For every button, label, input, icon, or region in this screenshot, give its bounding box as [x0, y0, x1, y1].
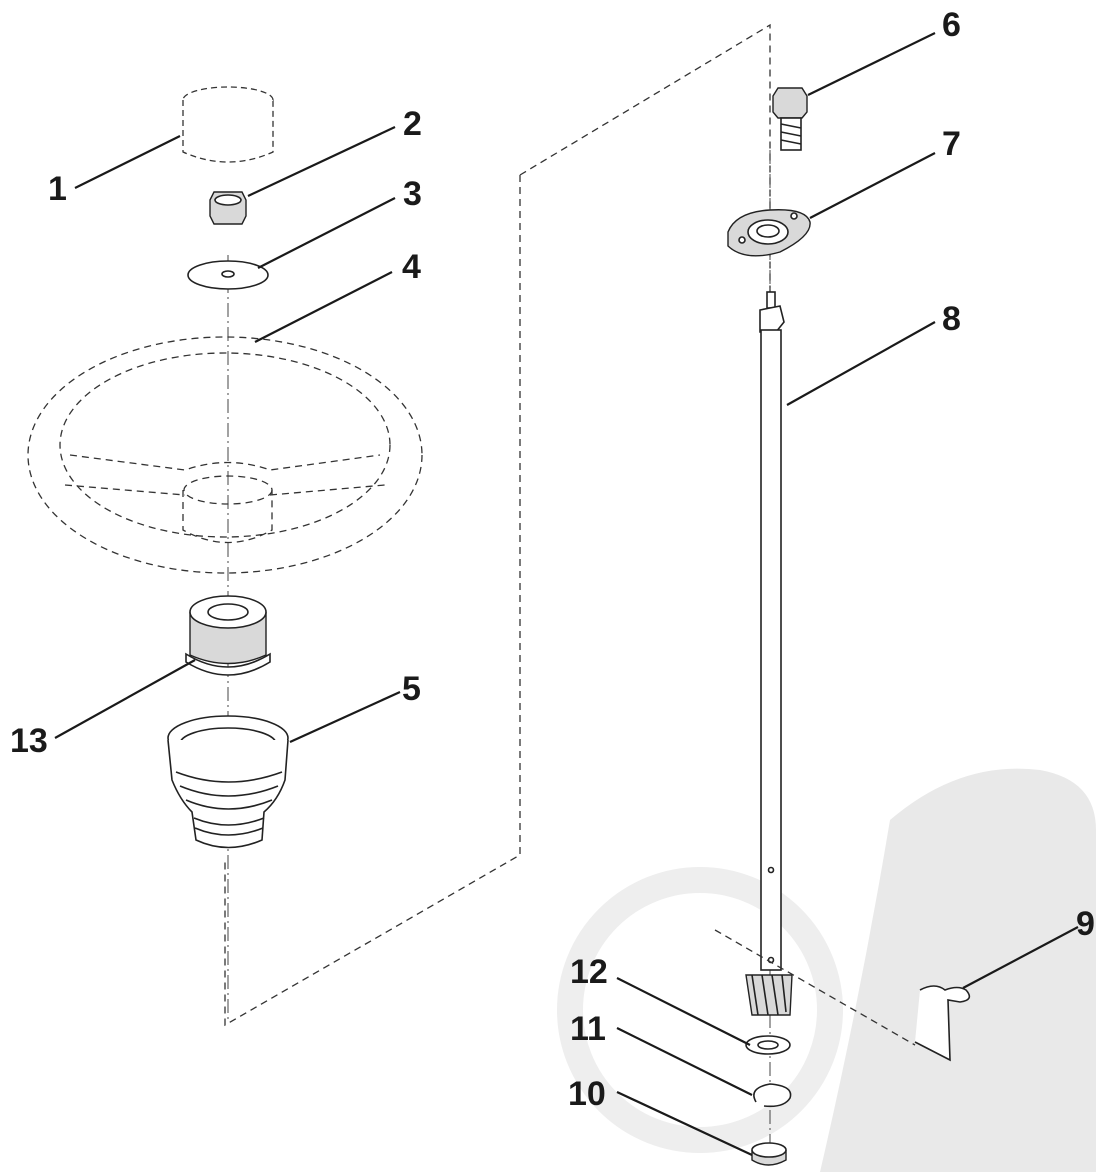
callout-8: 8 [942, 300, 961, 338]
part-2-nut [209, 191, 247, 225]
callout-11: 11 [570, 1010, 606, 1048]
callout-3: 3 [403, 175, 422, 213]
callout-13: 13 [10, 722, 48, 760]
clip-guide-line [714, 929, 916, 1046]
part-8-shaft [759, 291, 785, 971]
part-3-washer [187, 260, 269, 290]
part-12-washer [745, 1035, 791, 1055]
part-10-bushing [751, 1142, 787, 1166]
part-4-steering-wheel [27, 336, 423, 574]
watermark [557, 768, 1096, 1172]
callout-6: 6 [942, 6, 961, 44]
callout-4: 4 [402, 248, 421, 286]
part-7-flange [727, 209, 811, 257]
part-6-bolt [772, 87, 808, 151]
part-9-clip [914, 985, 971, 1062]
part-5-boot [167, 715, 289, 849]
leader-lines [54, 32, 1079, 1156]
callout-5: 5 [402, 670, 421, 708]
pinion-gear [745, 974, 793, 1016]
part-13-splined-hub [185, 595, 271, 676]
callout-7: 7 [942, 125, 961, 163]
part-1-cap [182, 86, 274, 163]
part-11-snap-ring [753, 1083, 792, 1108]
callout-1: 1 [48, 170, 67, 208]
callout-numbers: 1 2 3 4 5 6 7 8 9 10 11 12 13 [10, 6, 1095, 1113]
callout-12: 12 [570, 953, 608, 991]
callout-10: 10 [568, 1075, 606, 1113]
callout-9: 9 [1076, 905, 1095, 943]
callout-2: 2 [403, 105, 422, 143]
